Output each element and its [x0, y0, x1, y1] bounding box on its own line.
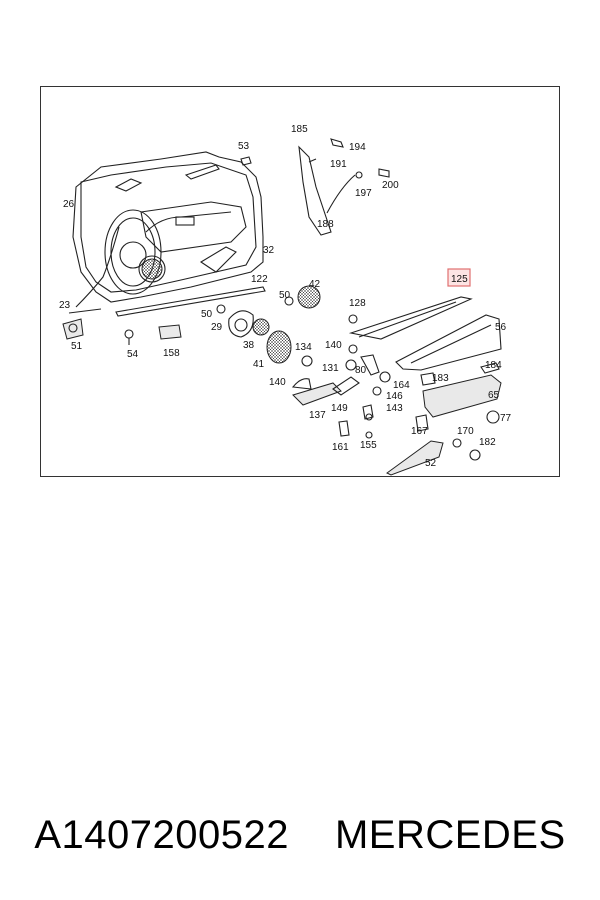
callout-128[interactable]: 128: [349, 298, 366, 309]
callout-122[interactable]: 122: [251, 274, 268, 285]
callout-41[interactable]: 41: [253, 359, 265, 370]
callout-185[interactable]: 185: [291, 124, 308, 135]
speaker-grilles: [216, 285, 321, 364]
callout-140b[interactable]: 140: [269, 377, 286, 388]
callout-146[interactable]: 146: [386, 391, 403, 402]
callout-56[interactable]: 56: [495, 322, 507, 333]
callout-125-highlighted[interactable]: 125: [451, 274, 468, 285]
callout-54[interactable]: 54: [127, 349, 139, 360]
callout-140a[interactable]: 140: [325, 340, 342, 351]
callout-184[interactable]: 184: [485, 360, 502, 371]
callout-182[interactable]: 182: [479, 437, 496, 448]
callout-200[interactable]: 200: [382, 180, 399, 191]
callout-161[interactable]: 161: [332, 442, 349, 453]
callout-51[interactable]: 51: [71, 341, 83, 352]
callout-labels: 185 194 191 53 197 200 26 188 32 122 42 …: [59, 124, 512, 469]
highlight-box: [447, 268, 471, 287]
callout-194[interactable]: 194: [349, 142, 366, 153]
callout-197[interactable]: 197: [355, 188, 372, 199]
exploded-parts-diagram: 185 194 191 53 197 200 26 188 32 122 42 …: [59, 124, 512, 476]
callout-50b[interactable]: 50: [201, 309, 213, 320]
dash-trim-strips: [348, 296, 502, 371]
door-panel: [68, 151, 266, 317]
callout-32[interactable]: 32: [263, 245, 275, 256]
callout-158[interactable]: 158: [163, 348, 180, 359]
callout-191[interactable]: 191: [330, 159, 347, 170]
callout-167[interactable]: 167: [411, 426, 428, 437]
callout-170[interactable]: 170: [457, 426, 474, 437]
callout-38[interactable]: 38: [243, 340, 255, 351]
pillar-trim: [240, 138, 390, 236]
lower-parts-cluster: [291, 344, 502, 476]
callout-80[interactable]: 80: [355, 365, 367, 376]
callout-29[interactable]: 29: [211, 322, 223, 333]
callout-131[interactable]: 131: [322, 363, 339, 374]
callout-137[interactable]: 137: [309, 410, 326, 421]
callout-50a[interactable]: 50: [279, 290, 291, 301]
callout-65[interactable]: 65: [488, 390, 500, 401]
brand-name: MERCEDES: [334, 812, 566, 857]
callout-77[interactable]: 77: [500, 413, 512, 424]
callout-149[interactable]: 149: [331, 403, 348, 414]
callout-134[interactable]: 134: [295, 342, 312, 353]
part-number: A1407200522: [34, 812, 289, 857]
callout-164[interactable]: 164: [393, 380, 410, 391]
callout-183[interactable]: 183: [432, 373, 449, 384]
small-parts-left: [62, 318, 182, 345]
callout-188[interactable]: 188: [317, 219, 334, 230]
callout-42[interactable]: 42: [309, 279, 321, 290]
callout-52[interactable]: 52: [425, 458, 437, 469]
callout-53[interactable]: 53: [238, 141, 250, 152]
callout-26[interactable]: 26: [63, 199, 75, 210]
callout-143[interactable]: 143: [386, 403, 403, 414]
callout-155[interactable]: 155: [360, 440, 377, 451]
footer: A1407200522 MERCEDES: [0, 805, 600, 865]
callout-23[interactable]: 23: [59, 300, 71, 311]
diagram-frame: 185 194 191 53 197 200 26 188 32 122 42 …: [40, 86, 560, 477]
